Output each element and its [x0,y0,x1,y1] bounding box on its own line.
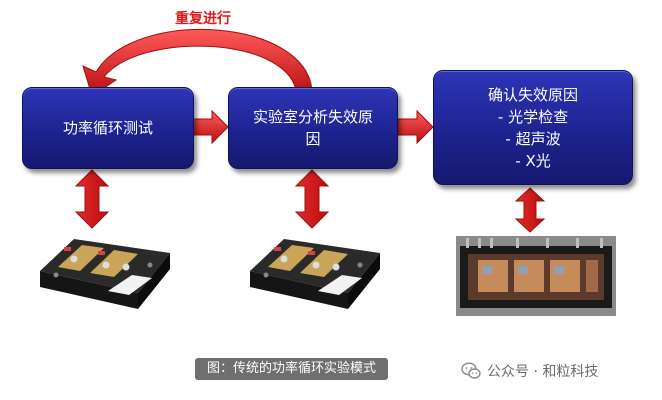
step-text: 功率循环测试 [62,119,153,137]
double-vertical-arrow [514,187,546,233]
double-vertical-arrow [294,169,330,229]
figure-caption: 图：传统的功率循环实验模式 [195,358,389,380]
opened-module-image [456,236,616,316]
double-vertical-arrow [74,169,110,229]
step-text: - 光学检查 [497,107,569,126]
loop-label: 重复进行 [175,11,231,27]
wechat-icon [461,362,481,379]
step-lab-failure-analysis: 实验室分析失效原 因 [228,87,398,169]
igbt-module-image [40,239,170,309]
step-text: - X光 [515,151,551,170]
account-footer: 公众号 · 和粒科技 [461,360,598,382]
step-text: 确认失效原因 [487,85,578,104]
right-arrow [192,109,229,145]
step-text: 因 [305,130,321,148]
right-arrow [397,109,434,145]
account-name: 公众号 · 和粒科技 [487,364,599,380]
step-power-cycling-test: 功率循环测试 [22,87,194,169]
step-text: - 超声波 [505,129,561,148]
step-text: 实验室分析失效原 [252,108,373,126]
step-confirm-failure-cause: 确认失效原因 - 光学检查 - 超声波 - X光 [433,70,633,185]
igbt-module-image [250,239,380,309]
